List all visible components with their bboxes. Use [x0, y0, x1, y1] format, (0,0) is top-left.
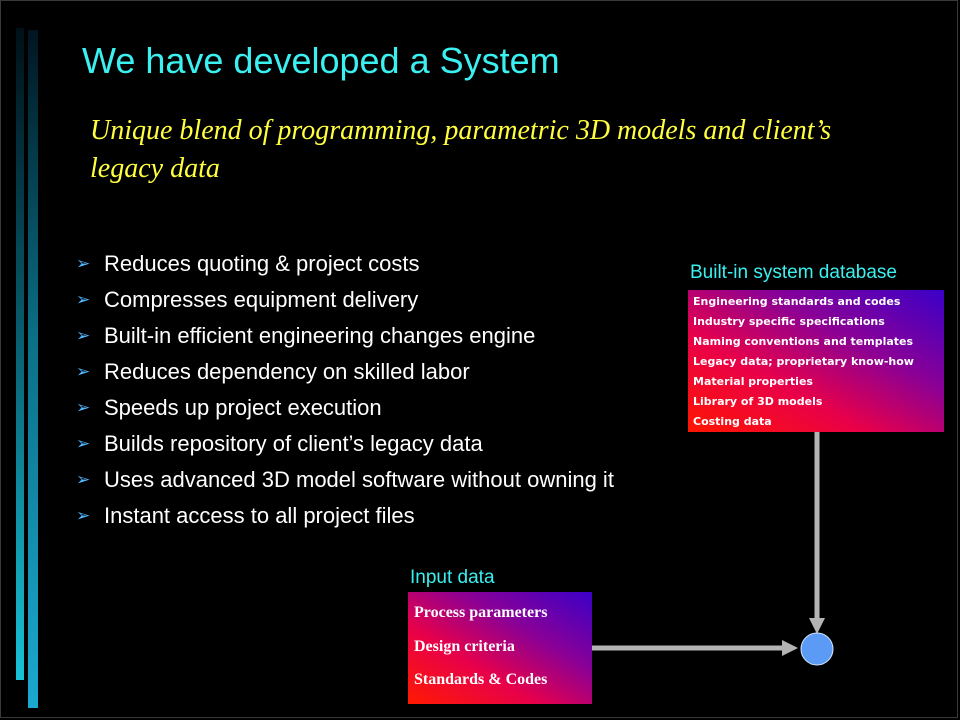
database-item: Library of 3D models: [693, 395, 823, 408]
bullet-item: ➢ Compresses equipment delivery: [76, 282, 614, 318]
bullet-item: ➢ Instant access to all project files: [76, 498, 614, 534]
database-item: Material properties: [693, 375, 813, 388]
input-data-item: Design criteria: [414, 637, 515, 655]
slide-subtitle: Unique blend of programming, parametric …: [90, 115, 832, 184]
arrow-bullet-icon: ➢: [76, 434, 91, 453]
database-label: Built-in system database: [690, 262, 897, 283]
arrow-bullet-icon: ➢: [76, 326, 91, 345]
database-item: Engineering standards and codes: [693, 295, 901, 308]
database-box: Engineering standards and codes Industry…: [688, 290, 944, 432]
bullet-text: Built-in efficient engineering changes e…: [104, 323, 536, 348]
bullet-text: Reduces quoting & project costs: [104, 251, 420, 276]
bullet-text: Instant access to all project files: [104, 503, 415, 528]
system-node-circle: [800, 632, 834, 666]
bullet-text: Builds repository of client’s legacy dat…: [104, 431, 483, 456]
arrow-bullet-icon: ➢: [76, 470, 91, 489]
decorative-bar-left: [16, 28, 24, 680]
bullet-text: Compresses equipment delivery: [104, 287, 419, 312]
input-data-label: Input data: [410, 567, 495, 588]
input-data-item: Standards & Codes: [414, 671, 548, 688]
arrow-bullet-icon: ➢: [76, 254, 91, 273]
database-item: Costing data: [693, 415, 772, 428]
database-item: Legacy data; proprietary know-how: [693, 355, 914, 368]
input-data-box: Process parameters Design criteria Stand…: [408, 592, 592, 704]
bullet-item: ➢ Reduces dependency on skilled labor: [76, 354, 614, 390]
slide-title: We have developed a System: [82, 40, 560, 81]
bullet-item: ➢ Built-in efficient engineering changes …: [76, 318, 614, 354]
benefits-list: ➢ Reduces quoting & project costs ➢ Compre…: [76, 246, 614, 534]
bullet-text: Reduces dependency on skilled labor: [104, 359, 470, 384]
bullet-item: ➢ Builds repository of client’s legacy da…: [76, 426, 614, 462]
arrow-bullet-icon: ➢: [76, 506, 91, 525]
arrow-bullet-icon: ➢: [76, 398, 91, 417]
decorative-bar-right: [28, 30, 38, 708]
arrow-bullet-icon: ➢: [76, 290, 91, 309]
right-arrow-head-icon: [782, 640, 798, 656]
input-data-item: Process parameters: [414, 604, 548, 621]
bullet-item: ➢ Uses advanced 3D model software without…: [76, 462, 614, 498]
bullet-text: Uses advanced 3D model software without …: [104, 467, 614, 492]
down-arrow-head-icon: [809, 618, 825, 634]
database-item: Naming conventions and templates: [693, 335, 914, 348]
bullet-item: ➢ Reduces quoting & project costs: [76, 246, 614, 282]
database-item: Industry specific specifications: [693, 315, 885, 328]
arrow-bullet-icon: ➢: [76, 362, 91, 381]
bullet-text: Speeds up project execution: [104, 395, 382, 420]
bullet-item: ➢ Speeds up project execution: [76, 390, 614, 426]
